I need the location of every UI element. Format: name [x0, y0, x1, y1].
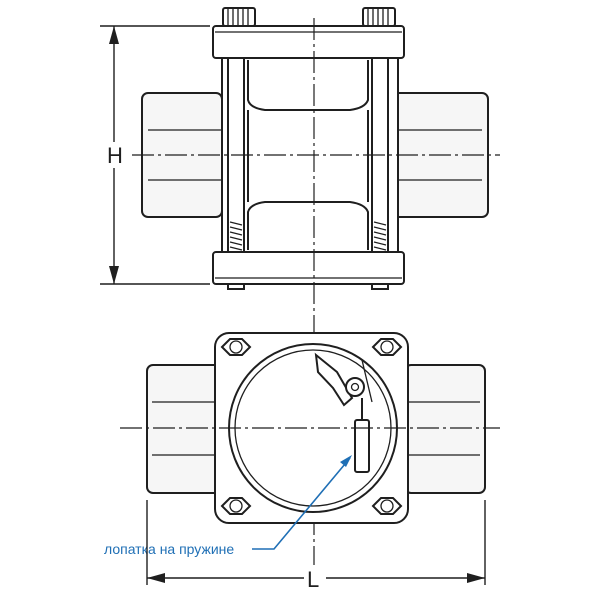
callout-text: лопатка на пружине	[104, 541, 234, 557]
bolt-bottom-left	[220, 497, 252, 515]
rod-thread-left	[229, 221, 243, 251]
height-dimension: H	[100, 25, 210, 285]
bolt-top-left	[220, 338, 252, 356]
flap-callout: лопатка на пружине	[104, 455, 352, 557]
height-label: H	[107, 143, 123, 168]
top-flange	[212, 25, 405, 59]
spring-flap	[314, 352, 373, 473]
rod-thread-right	[373, 221, 387, 251]
front-view	[120, 332, 500, 524]
top-nut-left	[222, 7, 256, 27]
bolt-top-right	[371, 338, 403, 356]
length-dimension: L	[146, 500, 486, 592]
side-view	[132, 7, 500, 290]
top-nut-right	[362, 7, 396, 27]
bottom-bolt-left	[227, 283, 245, 290]
bolt-bottom-right	[371, 497, 403, 515]
bottom-flange	[212, 251, 405, 285]
front-right-connector	[404, 364, 486, 494]
front-left-connector	[146, 364, 223, 494]
bottom-bolt-right	[371, 283, 389, 290]
length-label: L	[307, 567, 319, 592]
